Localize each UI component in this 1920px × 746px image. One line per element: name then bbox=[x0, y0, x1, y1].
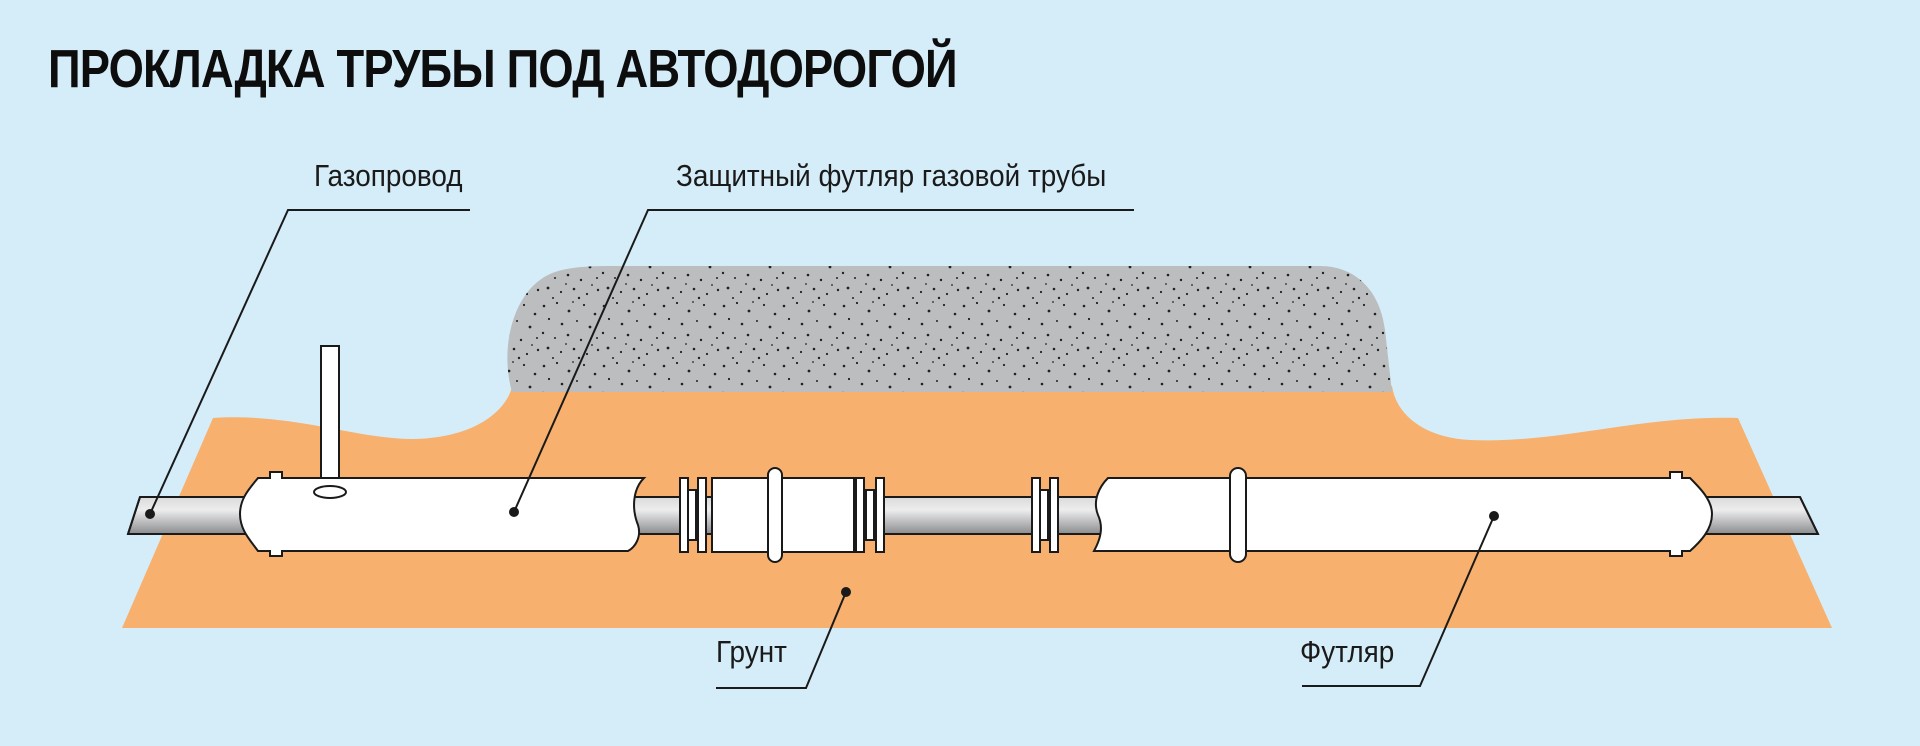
label-soil: Грунт bbox=[716, 634, 787, 669]
label-protective-case: Защитный футляр газовой трубы bbox=[676, 158, 1107, 193]
left-casing bbox=[238, 471, 647, 557]
insulating-joint bbox=[679, 467, 885, 563]
right-casing bbox=[1092, 467, 1714, 563]
vent-tube bbox=[320, 345, 340, 493]
label-gas-pipeline: Газопровод bbox=[314, 158, 463, 193]
flange-pair bbox=[1031, 477, 1059, 553]
road-surface bbox=[507, 266, 1392, 392]
leader-dots bbox=[145, 507, 1499, 597]
label-case: Футляр bbox=[1300, 634, 1395, 669]
page-title: ПРОКЛАДКА ТРУБЫ ПОД АВТОДОРОГОЙ bbox=[48, 39, 958, 99]
leader-lines bbox=[149, 209, 1495, 689]
